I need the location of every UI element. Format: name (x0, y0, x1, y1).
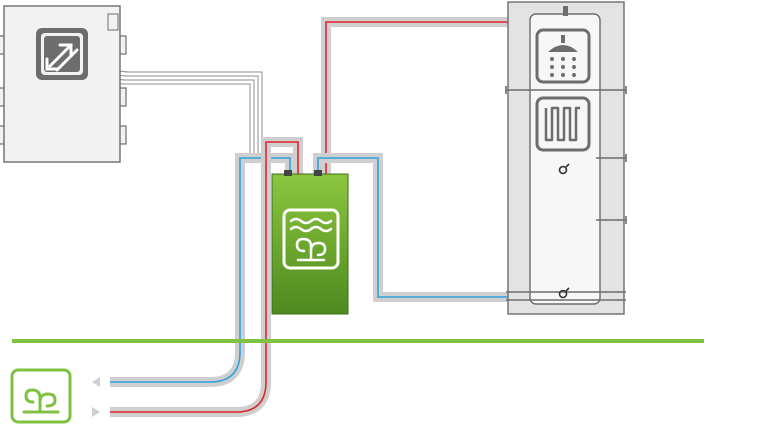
ground-source (10, 368, 72, 424)
ground-supply-pipe (110, 137, 303, 417)
outdoor-unit (0, 5, 127, 163)
return-flow-arrow (92, 377, 100, 387)
radiator-icon (535, 96, 591, 152)
cold-return-pipe (313, 153, 510, 302)
hot-flow-pipe (321, 17, 510, 176)
water-waves-plant-icon (282, 208, 340, 270)
heat-pump (271, 170, 349, 315)
heat-exchange-arrows-icon (36, 28, 88, 80)
shower-icon (535, 28, 591, 84)
storage-tank (505, 1, 627, 315)
sprout-icon (10, 368, 72, 424)
sensor-port-icon (558, 287, 570, 299)
ground-loop-pipes (110, 137, 303, 417)
supply-flow-arrow (92, 407, 100, 417)
sensor-port-icon (558, 163, 570, 175)
